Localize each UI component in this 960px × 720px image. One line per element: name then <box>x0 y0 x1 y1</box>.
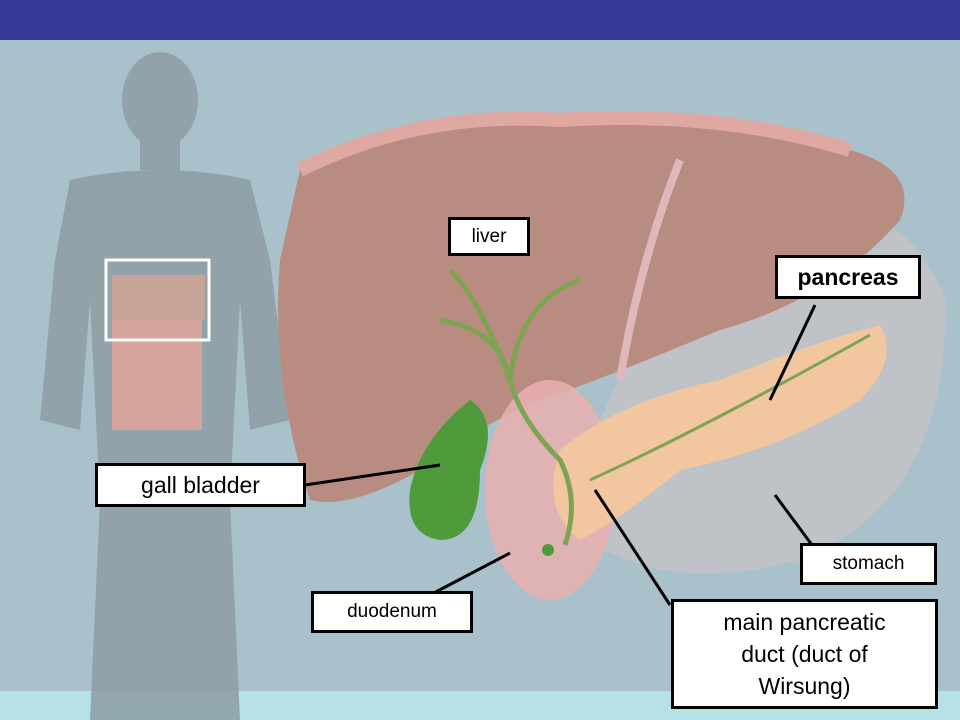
label-liver: liver <box>448 217 530 256</box>
header-bar <box>0 0 960 40</box>
liver-shape <box>278 118 905 502</box>
gallbladder-shape <box>409 400 488 540</box>
label-main-pancreatic-duct: main pancreatic duct (duct of Wirsung) <box>671 599 938 709</box>
label-pancreas: pancreas <box>775 255 921 299</box>
inset-organs <box>104 258 211 430</box>
label-stomach: stomach <box>800 543 937 585</box>
label-duodenum: duodenum <box>311 591 473 633</box>
body-silhouette <box>40 52 290 720</box>
label-gall-bladder: gall bladder <box>95 463 306 507</box>
pancreas-shape <box>553 325 887 540</box>
